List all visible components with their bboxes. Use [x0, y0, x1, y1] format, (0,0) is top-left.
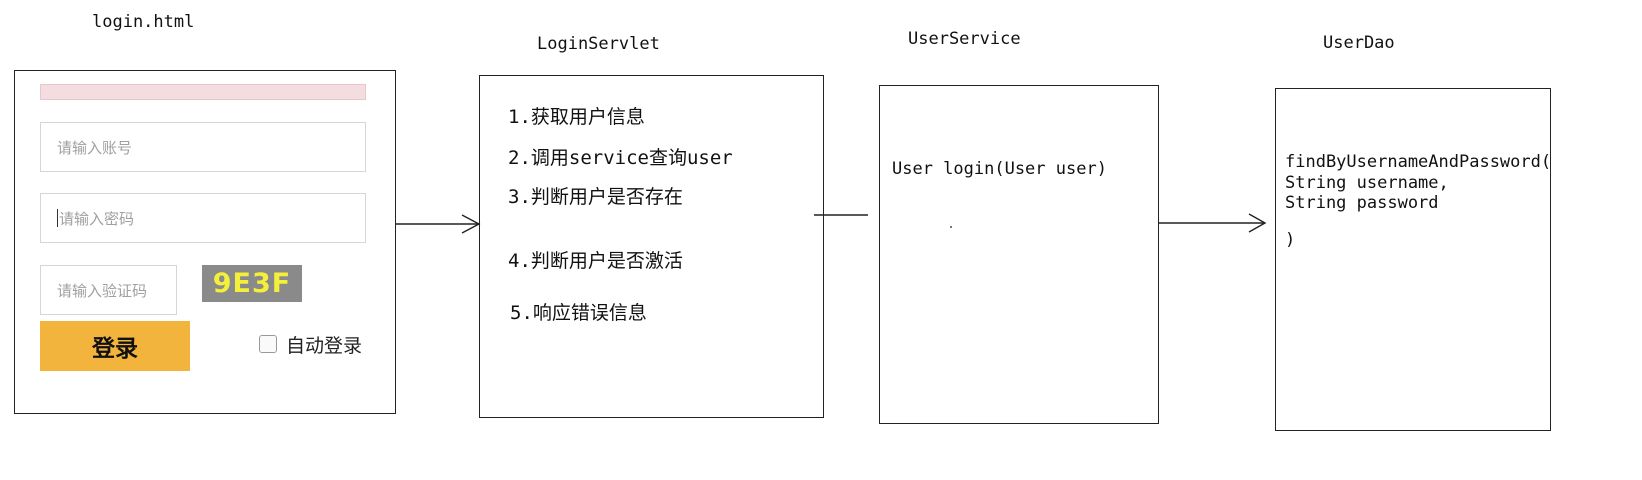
servlet-step-1: 1.获取用户信息: [508, 106, 645, 128]
user-dao-box: findByUsernameAndPassword( String userna…: [1275, 88, 1551, 431]
servlet-step-3: 3.判断用户是否存在: [508, 186, 683, 208]
account-input[interactable]: 请输入账号: [40, 122, 366, 172]
auto-login-checkbox[interactable]: [259, 335, 277, 353]
login-button[interactable]: 登录: [40, 321, 190, 371]
label-login-html: login.html: [92, 12, 195, 32]
label-user-service: UserService: [908, 29, 1021, 49]
captcha-image[interactable]: 9E3F: [202, 265, 302, 302]
arrowhead-service-to-dao: [1248, 213, 1267, 233]
dao-method-line-1: findByUsernameAndPassword(: [1285, 152, 1552, 172]
user-service-box: User login(User user): [879, 85, 1159, 424]
captcha-input[interactable]: 请输入验证码: [40, 265, 177, 315]
password-placeholder: 请输入密码: [59, 209, 135, 228]
login-servlet-box: 1.获取用户信息 2.调用service查询user 3.判断用户是否存在 4.…: [479, 75, 824, 418]
label-user-dao: UserDao: [1323, 33, 1395, 53]
dao-method-line-4: ): [1285, 230, 1296, 250]
password-input[interactable]: 请输入密码: [40, 193, 366, 243]
stray-dot: [950, 226, 952, 228]
text-cursor: [57, 209, 58, 227]
service-login-method: User login(User user): [892, 159, 1107, 179]
account-placeholder: 请输入账号: [57, 138, 133, 157]
servlet-step-2: 2.调用service查询user: [508, 147, 733, 169]
error-message-bar: [40, 84, 366, 100]
login-form-box: 请输入账号 请输入密码 请输入验证码 9E3F 登录 自动登录: [14, 70, 396, 414]
servlet-step-4: 4.判断用户是否激活: [508, 250, 683, 272]
captcha-placeholder: 请输入验证码: [57, 281, 148, 300]
label-login-servlet: LoginServlet: [537, 34, 660, 54]
servlet-step-5: 5.响应错误信息: [510, 302, 647, 324]
dao-method-line-3: String password: [1285, 193, 1439, 213]
auto-login-label: 自动登录: [286, 335, 363, 357]
dao-method-line-2: String username,: [1285, 173, 1449, 193]
arrowhead-login-to-servlet: [461, 214, 481, 234]
